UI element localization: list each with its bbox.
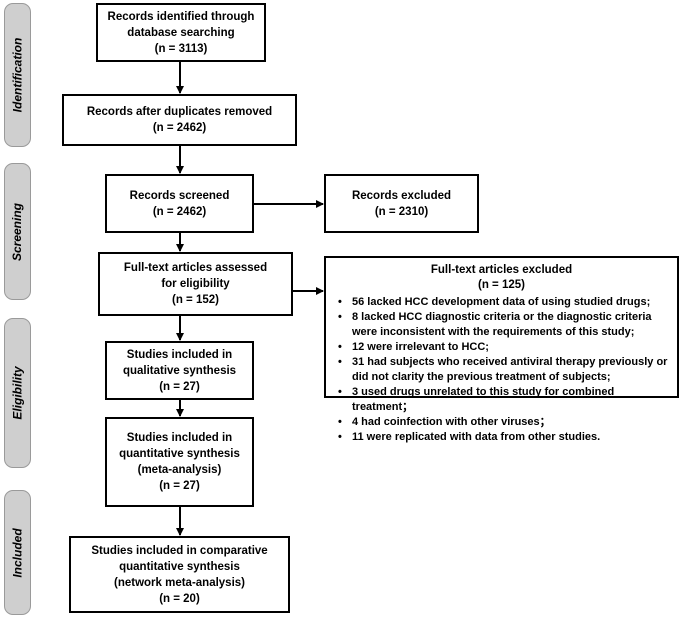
records-identified-count: (n = 3113): [154, 42, 208, 55]
fulltext-assessed-line2: for eligibility: [161, 278, 230, 290]
quantitative-line3: (meta-analysis): [137, 464, 222, 476]
qualitative-line1: Studies included in: [126, 348, 233, 361]
quantitative-line1: Studies included in: [126, 432, 233, 444]
phase-included: Included: [4, 490, 31, 615]
phase-screening: Screening: [4, 163, 31, 300]
fulltext-excluded-reasons: 56 lacked HCC development data of using …: [332, 295, 671, 445]
box-qualitative-synthesis: Studies included in qualitative synthesi…: [105, 341, 254, 400]
comparative-line1: Studies included in comparative: [91, 544, 268, 557]
quantitative-count: (n = 27): [159, 480, 200, 492]
qualitative-line2: qualitative synthesis: [122, 364, 237, 377]
phase-identification: Identification: [4, 3, 31, 147]
fulltext-assessed-count: (n = 152): [172, 294, 219, 306]
exclusion-reason: 11 were replicated with data from other …: [332, 430, 671, 445]
exclusion-reason: 56 lacked HCC development data of using …: [332, 295, 671, 310]
records-identified-line1: Records identified through: [107, 10, 255, 23]
records-excluded-line1: Records excluded: [351, 189, 452, 202]
qualitative-count: (n = 27): [159, 380, 200, 393]
phase-eligibility: Eligibility: [4, 318, 31, 468]
exclusion-reason: 3 used drugs unrelated to this study for…: [332, 385, 671, 415]
exclusion-reason: 12 were irrelevant to HCC;: [332, 340, 671, 355]
comparative-line3: (network meta-analysis): [113, 576, 245, 589]
fulltext-excluded-title: Full-text articles excluded: [430, 264, 573, 276]
box-records-identified: Records identified through database sear…: [96, 3, 266, 62]
exclusion-reason: 4 had coinfection with other viruses；: [332, 415, 671, 430]
exclusion-reason: 31 had subjects who received antiviral t…: [332, 355, 671, 385]
quantitative-line2: quantitative synthesis: [119, 448, 240, 460]
comparative-count: (n = 20): [159, 592, 200, 605]
box-comparative-synthesis: Studies included in comparative quantita…: [69, 536, 290, 613]
box-quantitative-synthesis: Studies included in quantitative synthes…: [105, 417, 254, 507]
fulltext-assessed-line1: Full-text articles assessed: [123, 262, 268, 274]
records-deduplicated-count: (n = 2462): [152, 122, 207, 134]
box-records-deduplicated: Records after duplicates removed (n = 24…: [62, 94, 297, 146]
comparative-line2: quantitative synthesis: [119, 560, 240, 573]
box-records-excluded: Records excluded (n = 2310): [324, 174, 479, 233]
exclusion-reason: 8 lacked HCC diagnostic criteria or the …: [332, 310, 671, 340]
records-identified-line2: database searching: [127, 26, 235, 39]
box-fulltext-assessed: Full-text articles assessed for eligibil…: [98, 252, 293, 316]
records-screened-count: (n = 2462): [152, 205, 207, 218]
box-records-screened: Records screened (n = 2462): [105, 174, 254, 233]
records-screened-line1: Records screened: [129, 189, 230, 202]
fulltext-excluded-count: (n = 125): [478, 279, 525, 291]
records-excluded-count: (n = 2310): [374, 205, 429, 218]
records-deduplicated-line1: Records after duplicates removed: [86, 106, 273, 118]
box-fulltext-excluded: Full-text articles excluded (n = 125) 56…: [324, 256, 679, 445]
